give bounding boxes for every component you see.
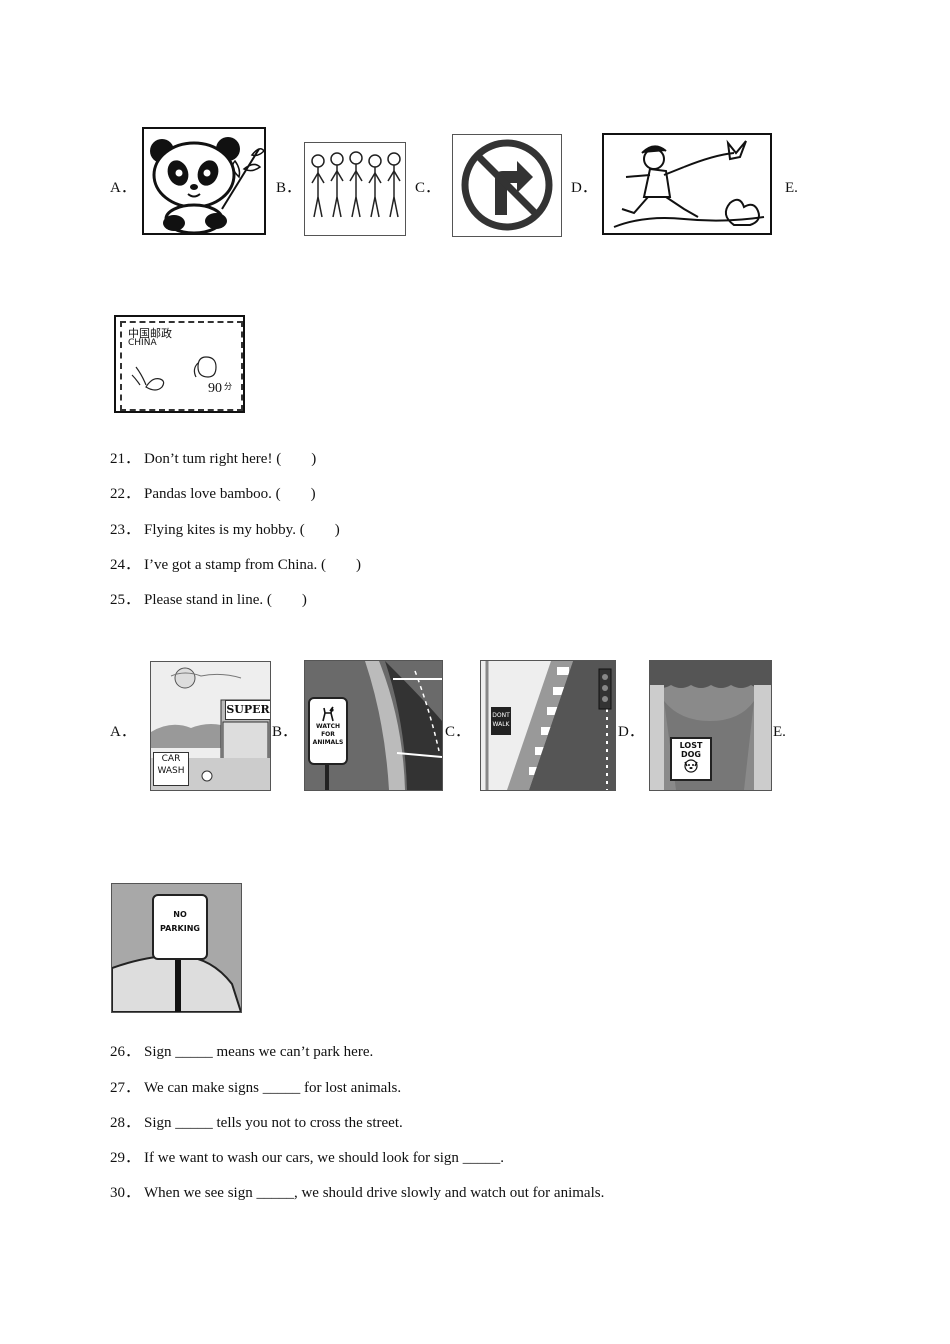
lost-dog-picture: LOST DOG [649, 660, 772, 791]
option-label-c: C． [415, 180, 441, 196]
answer-blank[interactable]: _____ [175, 1044, 213, 1060]
answer-blank[interactable]: _____ [256, 1185, 294, 1201]
option-label-d: D． [571, 180, 597, 196]
question-number: 25． [110, 592, 141, 608]
question-number: 28． [110, 1115, 141, 1131]
deer-icon [310, 705, 346, 723]
people-in-line-picture [304, 142, 406, 236]
option-label-a: A． [110, 180, 136, 196]
question-text: Pandas love bamboo. ( ) [144, 486, 316, 502]
question-28: 28．Sign _____ tells you not to cross the… [110, 1113, 403, 1133]
stamp-artwork-icon [131, 356, 217, 391]
question-text: I’ve got a stamp from China. ( ) [144, 557, 362, 573]
china-stamp-picture: 中国邮政 CHINA 90 分 [114, 315, 245, 413]
watch-for-animals-sign: WATCH FOR ANIMALS [308, 697, 348, 765]
answer-blank[interactable]: _____ [175, 1115, 213, 1131]
people-in-line-icon [311, 151, 401, 218]
question-text-after: . [500, 1150, 504, 1166]
answer-blank[interactable]: _____ [462, 1150, 501, 1166]
question-25: 25．Please stand in line. ( ) [110, 590, 307, 610]
stamp-perforation [120, 321, 243, 411]
option-label-a: A． [110, 724, 136, 740]
no-right-turn-sign-picture [452, 134, 562, 237]
sign-line: WALK [492, 721, 510, 728]
dont-walk-picture: DONT WALK [480, 660, 616, 791]
question-text-before: We can make signs [144, 1080, 263, 1096]
question-number: 30． [110, 1185, 141, 1201]
question-number: 27． [110, 1080, 141, 1096]
question-text-after: for lost animals. [300, 1080, 402, 1096]
car-wash-sign: CAR WASH [153, 752, 189, 786]
dog-face-icon [672, 759, 710, 773]
question-29: 29．If we want to wash our cars, we shoul… [110, 1148, 504, 1168]
question-text-after: tells you not to cross the street. [212, 1115, 403, 1131]
question-text-before: Sign [144, 1044, 176, 1060]
question-30: 30．When we see sign _____, we should dri… [110, 1183, 604, 1203]
sign-line: WASH [157, 766, 185, 776]
sign-line: NO [173, 910, 187, 919]
option-label-e: E. [785, 180, 798, 196]
sign-line: DOG [680, 750, 701, 759]
watch-for-animals-picture: WATCH FOR ANIMALS [304, 660, 443, 791]
question-21: 21．Don’t tum right here! ( ) [110, 449, 316, 469]
panda-icon [150, 137, 264, 233]
option-label-e: E. [773, 724, 786, 740]
question-text-after: means we can’t park here. [212, 1044, 374, 1060]
stamp-country-en: CHINA [128, 338, 157, 348]
sign-line: LOST [679, 741, 703, 750]
flying-kite-picture [602, 133, 772, 235]
panda-picture [142, 127, 266, 235]
no-parking-sign: NO PARKING [152, 894, 208, 960]
question-23: 23．Flying kites is my hobby. ( ) [110, 520, 340, 540]
stamp-value: 90 [208, 381, 222, 396]
store-sign: SUPER [225, 700, 270, 720]
question-text-before: When we see sign [144, 1185, 257, 1201]
question-number: 29． [110, 1150, 141, 1166]
question-27: 27．We can make signs _____ for lost anim… [110, 1078, 401, 1098]
question-24: 24．I’ve got a stamp from China. ( ) [110, 555, 361, 575]
crosswalk-scene-icon [481, 661, 615, 790]
option-label-b: B． [276, 180, 302, 196]
question-number: 22． [110, 486, 141, 502]
sign-line: ANIMALS [312, 739, 344, 746]
question-26: 26．Sign _____ means we can’t park here. [110, 1042, 373, 1062]
question-text-after: , we should drive slowly and watch out f… [293, 1185, 605, 1201]
sign-line: WATCH [315, 723, 341, 730]
stamp-value-unit: 分 [224, 382, 232, 391]
question-number: 26． [110, 1044, 141, 1060]
question-number: 23． [110, 522, 141, 538]
car-wash-picture: CAR WASH SUPER [150, 661, 271, 791]
question-22: 22．Pandas love bamboo. ( ) [110, 484, 316, 504]
question-text: Don’t tum right here! ( ) [144, 451, 317, 467]
sign-line: FOR [321, 731, 335, 738]
question-number: 21． [110, 451, 141, 467]
option-label-c: C． [445, 724, 471, 740]
question-text: Please stand in line. ( ) [144, 592, 307, 608]
sign-line: CAR [161, 754, 181, 764]
question-text-before: Sign [144, 1115, 176, 1131]
answer-blank[interactable]: _____ [262, 1080, 301, 1096]
question-text-before: If we want to wash our cars, we should l… [144, 1150, 463, 1166]
question-text: Flying kites is my hobby. ( ) [144, 522, 340, 538]
option-label-d: D． [618, 724, 644, 740]
kite-boy-icon [613, 139, 765, 228]
dont-walk-sign: DONT WALK [491, 707, 511, 735]
option-label-b: B． [272, 724, 298, 740]
sign-line: PARKING [160, 924, 200, 933]
no-right-turn-icon [461, 139, 553, 231]
stamp-country-cn: 中国邮政 [128, 327, 172, 340]
sign-line: DONT [492, 712, 510, 719]
no-parking-picture: NO PARKING [111, 883, 242, 1013]
lost-dog-sign: LOST DOG [670, 737, 712, 781]
question-number: 24． [110, 557, 141, 573]
